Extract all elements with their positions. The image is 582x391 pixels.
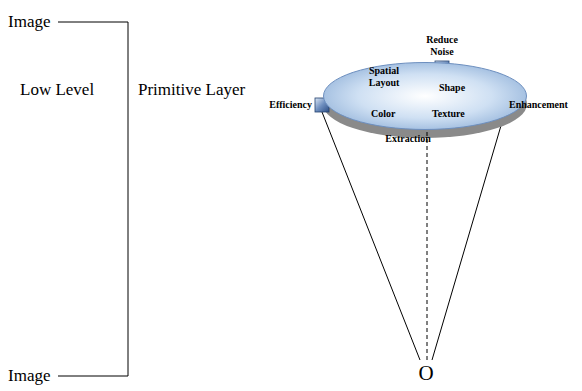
cone-line bbox=[432, 112, 505, 360]
operation-label: Enhancement bbox=[509, 99, 568, 111]
level-label: Image bbox=[8, 366, 50, 386]
level-label: Image bbox=[8, 12, 50, 32]
operation-label: Reduce Noise bbox=[420, 34, 464, 57]
operation-label: Extraction bbox=[385, 133, 431, 145]
layer-label: Primitive Layer bbox=[138, 80, 245, 100]
level-label: Low Level bbox=[20, 80, 94, 100]
feature-disk: Spatial LayoutShapeColor Texture bbox=[323, 62, 527, 130]
bracket-line bbox=[58, 22, 128, 376]
bracket bbox=[58, 22, 128, 376]
feature-label: Texture bbox=[432, 108, 465, 120]
disk-top bbox=[324, 63, 527, 130]
feature-label: Shape bbox=[439, 82, 465, 94]
cone bbox=[322, 112, 505, 360]
cone-line bbox=[322, 112, 420, 360]
feature-label: Spatial Layout bbox=[359, 65, 409, 88]
feature-label: Color bbox=[371, 108, 395, 120]
operation-label: Efficiency bbox=[269, 99, 312, 111]
disk-outline bbox=[323, 62, 527, 130]
origin-label: O bbox=[418, 361, 433, 385]
